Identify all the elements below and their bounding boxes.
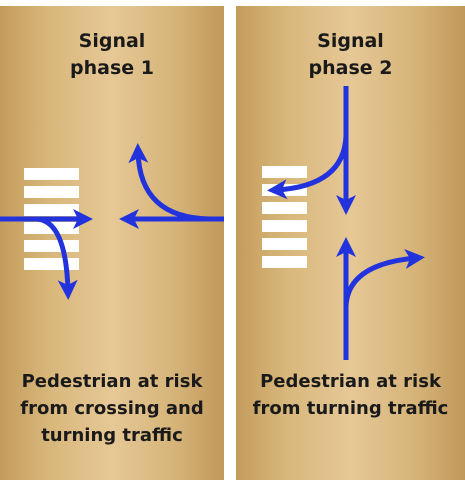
- crosswalk-stripe: [262, 256, 307, 268]
- panel-title: Signal phase 2: [236, 28, 465, 82]
- title-line-2: phase 1: [70, 57, 154, 79]
- caption-line: from crossing and: [20, 398, 204, 419]
- phase-2-diagram: [262, 86, 425, 360]
- title-line-1: Signal: [317, 30, 384, 52]
- crosswalk-stripe: [24, 258, 79, 270]
- title-line-2: phase 2: [308, 57, 393, 79]
- panel-caption: Pedestrian at risk from turning traffic: [236, 368, 465, 422]
- crosswalk-stripe: [24, 240, 79, 252]
- crosswalk-icon: [262, 166, 307, 268]
- caption-line: Pedestrian at risk: [21, 371, 203, 392]
- crosswalk-stripe: [24, 168, 79, 180]
- caption-line: from turning traffic: [252, 398, 449, 419]
- crosswalk-stripe: [262, 238, 307, 250]
- crosswalk-stripe: [24, 186, 79, 198]
- crosswalk-stripe: [24, 204, 79, 216]
- panel-title: Signal phase 1: [0, 28, 224, 82]
- caption-line: turning traffic: [41, 425, 183, 446]
- signal-phase-1-panel: Signal phase 1 Pedestr: [0, 6, 224, 480]
- left-turn-arrow-north: [128, 143, 211, 222]
- right-turn-arrow-east: [343, 249, 425, 307]
- title-line-1: Signal: [78, 30, 146, 52]
- right-turn-arrow-south: [35, 216, 78, 300]
- right-turn-arrow-west: [267, 135, 349, 200]
- phase-1-diagram: [0, 143, 224, 300]
- signal-phase-2-panel: Signal phase 2 Pedestr: [236, 6, 465, 480]
- crosswalk-stripe: [262, 202, 307, 214]
- panel-caption: Pedestrian at risk from crossing and tur…: [0, 368, 224, 449]
- crosswalk-stripe: [262, 166, 307, 178]
- caption-line: Pedestrian at risk: [260, 371, 441, 392]
- crosswalk-stripe: [262, 220, 307, 232]
